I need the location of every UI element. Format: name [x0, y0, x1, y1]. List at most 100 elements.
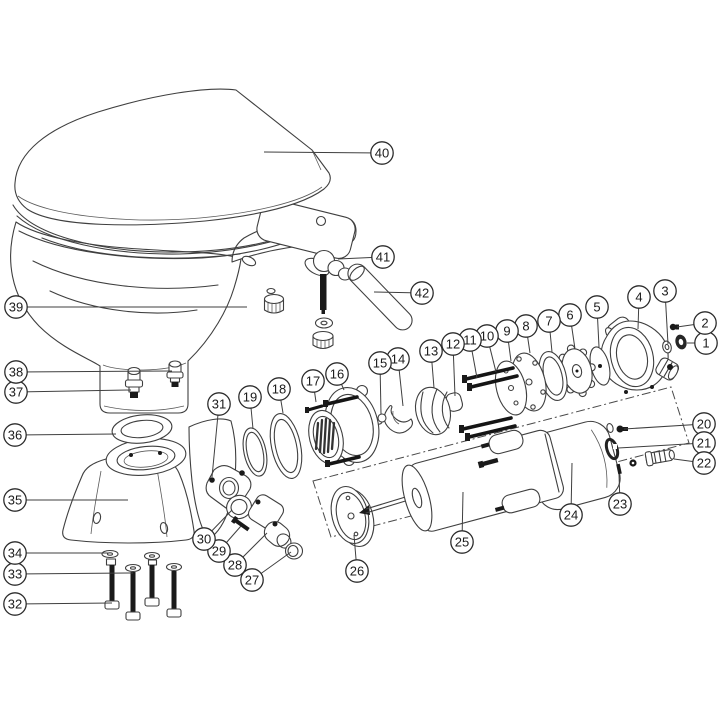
small-hardware — [604, 323, 687, 475]
callout-number-11: 11 — [463, 333, 477, 348]
callout-number-4: 4 — [635, 290, 642, 305]
callout-number-7: 7 — [545, 314, 552, 329]
knurled-nut-b — [263, 287, 285, 314]
callout-number-21: 21 — [697, 436, 711, 451]
motor-washer — [606, 423, 614, 433]
callout-number-16: 16 — [330, 367, 344, 382]
callout-number-32: 32 — [8, 597, 22, 612]
motor-screw — [616, 425, 624, 433]
callout-circle-7 — [537, 309, 561, 333]
callout-circle-19 — [238, 385, 262, 409]
motor-bottom-clamp — [494, 488, 541, 514]
drive-impeller — [414, 386, 464, 436]
housing-o-ring — [242, 427, 268, 477]
leader-line-20 — [623, 423, 705, 430]
callout-number-24: 24 — [564, 508, 578, 523]
callout-circle-23 — [608, 492, 632, 516]
bowl-fill-fitting — [166, 360, 184, 387]
base-seal-ring — [111, 414, 173, 444]
callout-circle-36 — [3, 423, 27, 447]
callout-number-8: 8 — [522, 319, 529, 334]
callout-number-31: 31 — [212, 397, 226, 412]
callout-circle-26 — [345, 559, 369, 583]
callout-number-37: 37 — [9, 385, 23, 400]
callout-number-12: 12 — [446, 337, 460, 352]
valve-plate — [494, 360, 528, 416]
pump-housing — [308, 384, 380, 467]
callout-circle-34 — [3, 541, 27, 565]
callout-circle-22 — [692, 451, 716, 475]
callout-number-2: 2 — [701, 316, 708, 331]
callout-circle-32 — [3, 592, 27, 616]
callout-number-29: 29 — [212, 544, 226, 559]
housing-gasket — [269, 413, 303, 479]
impeller — [557, 344, 596, 398]
callout-circle-12 — [441, 332, 465, 356]
callout-circle-25 — [450, 530, 474, 554]
callout-number-38: 38 — [9, 365, 23, 380]
callout-number-22: 22 — [697, 456, 711, 471]
acorn-screw — [669, 323, 677, 331]
callout-circle-40 — [370, 141, 394, 165]
callout-number-27: 27 — [245, 573, 259, 588]
callout-circle-24 — [559, 503, 583, 527]
callout-circle-5 — [585, 295, 609, 319]
callout-circle-15 — [368, 351, 392, 375]
hinge-rod — [347, 263, 413, 331]
discharge-port-seal — [226, 494, 252, 520]
leader-line-37 — [15, 389, 132, 393]
hinge-pivot-fitting — [304, 249, 353, 281]
callout-circle-41 — [371, 245, 395, 269]
elbow-port-cap — [284, 542, 304, 560]
toilet-seat-lid — [14, 88, 331, 226]
callout-number-28: 28 — [228, 558, 242, 573]
callout-number-36: 36 — [8, 428, 22, 443]
motor-assembly — [330, 420, 621, 548]
callout-circle-2 — [693, 311, 717, 335]
callout-number-39: 39 — [9, 300, 23, 315]
callout-number-5: 5 — [593, 300, 600, 315]
leader-line-32 — [14, 602, 113, 605]
callout-number-15: 15 — [373, 356, 387, 371]
callout-circle-30 — [192, 527, 216, 551]
seal-pin — [616, 463, 622, 475]
callout-number-26: 26 — [350, 564, 364, 579]
callout-circle-38 — [4, 360, 28, 384]
callout-number-23: 23 — [613, 497, 627, 512]
leader-line-38 — [15, 370, 173, 373]
mounting-base — [62, 438, 195, 544]
housing-screws — [305, 395, 361, 467]
callout-number-42: 42 — [415, 286, 429, 301]
leader-line-40 — [263, 151, 383, 154]
small-washer — [662, 340, 672, 354]
callout-number-25: 25 — [455, 535, 469, 550]
kit-boundary-box — [312, 386, 690, 538]
callout-number-33: 33 — [8, 567, 22, 582]
discharge-elbow — [247, 494, 292, 549]
seat-buffer — [241, 255, 257, 267]
motor-body — [401, 429, 564, 532]
callout-circle-39 — [4, 295, 28, 319]
base-mounting-bolts — [101, 549, 183, 621]
callout-number-34: 34 — [8, 546, 22, 561]
callout-circle-3 — [653, 279, 677, 303]
callout-number-20: 20 — [697, 417, 711, 432]
joker-valve — [383, 404, 414, 434]
callout-number-1: 1 — [702, 336, 709, 351]
callout-number-9: 9 — [503, 324, 510, 339]
callout-circle-17 — [301, 369, 325, 393]
callout-circle-4 — [627, 285, 651, 309]
callouts: 1234567891011121314151617181920212223242… — [3, 141, 718, 616]
callout-number-13: 13 — [424, 344, 438, 359]
callout-circle-18 — [267, 377, 291, 401]
callout-number-14: 14 — [391, 352, 405, 367]
callout-number-41: 41 — [376, 250, 390, 265]
pump-bolts — [459, 366, 519, 441]
motor-mount-flange — [330, 485, 375, 548]
callout-circle-35 — [3, 488, 27, 512]
callout-circle-28 — [223, 553, 247, 577]
callout-circle-13 — [419, 339, 443, 363]
seat-washer — [314, 317, 334, 329]
